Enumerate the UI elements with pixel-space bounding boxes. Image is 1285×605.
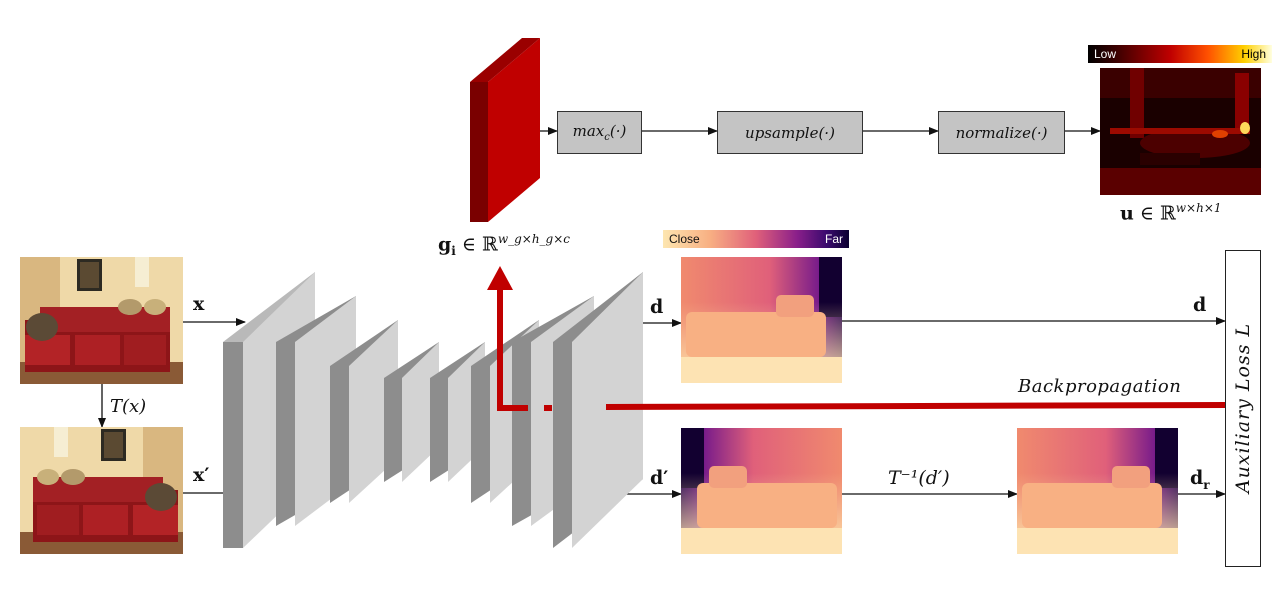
normalize-op-box: normalize(·)	[938, 111, 1065, 154]
label-d-prime: d′	[650, 467, 668, 489]
depth-map-d-prime	[681, 428, 842, 554]
heat-colorbar: Low High	[1088, 45, 1272, 63]
depth-map-d	[681, 257, 842, 383]
label-d-r: dr	[1190, 467, 1210, 492]
colorbar-high-label: High	[1241, 47, 1266, 61]
label-d: d	[650, 296, 663, 318]
heatmap-u	[1100, 68, 1261, 195]
label-x: x	[193, 293, 204, 315]
max-op-label: maxc(·)	[573, 122, 627, 143]
label-inverse-transform: T⁻¹(d′)	[888, 467, 950, 489]
upsample-op-box: upsample(·)	[717, 111, 863, 154]
depth-map-d-r	[1017, 428, 1178, 554]
backprop-arrowhead	[487, 266, 513, 290]
max-op-box: maxc(·)	[557, 111, 642, 154]
auxiliary-loss-label: Auxiliary Loss L	[1232, 323, 1254, 493]
depth-colorbar: Close Far	[663, 230, 849, 248]
label-d-output: d	[1193, 294, 1206, 316]
colorbar-close-label: Close	[669, 232, 700, 246]
colorbar-low-label: Low	[1094, 47, 1116, 61]
label-x-prime: x′	[193, 464, 209, 486]
input-image-x	[20, 257, 183, 384]
label-u: u ∈ ℝw×h×1	[1120, 201, 1222, 224]
label-g: gi ∈ ℝw_g×h_g×c	[438, 232, 570, 258]
colorbar-far-label: Far	[825, 232, 843, 246]
label-backpropagation: Backpropagation	[1018, 376, 1181, 397]
label-transform: T(x)	[110, 396, 146, 417]
upsample-op-label: upsample(·)	[745, 124, 835, 142]
input-image-x-prime	[20, 427, 183, 554]
normalize-op-label: normalize(·)	[956, 124, 1048, 142]
